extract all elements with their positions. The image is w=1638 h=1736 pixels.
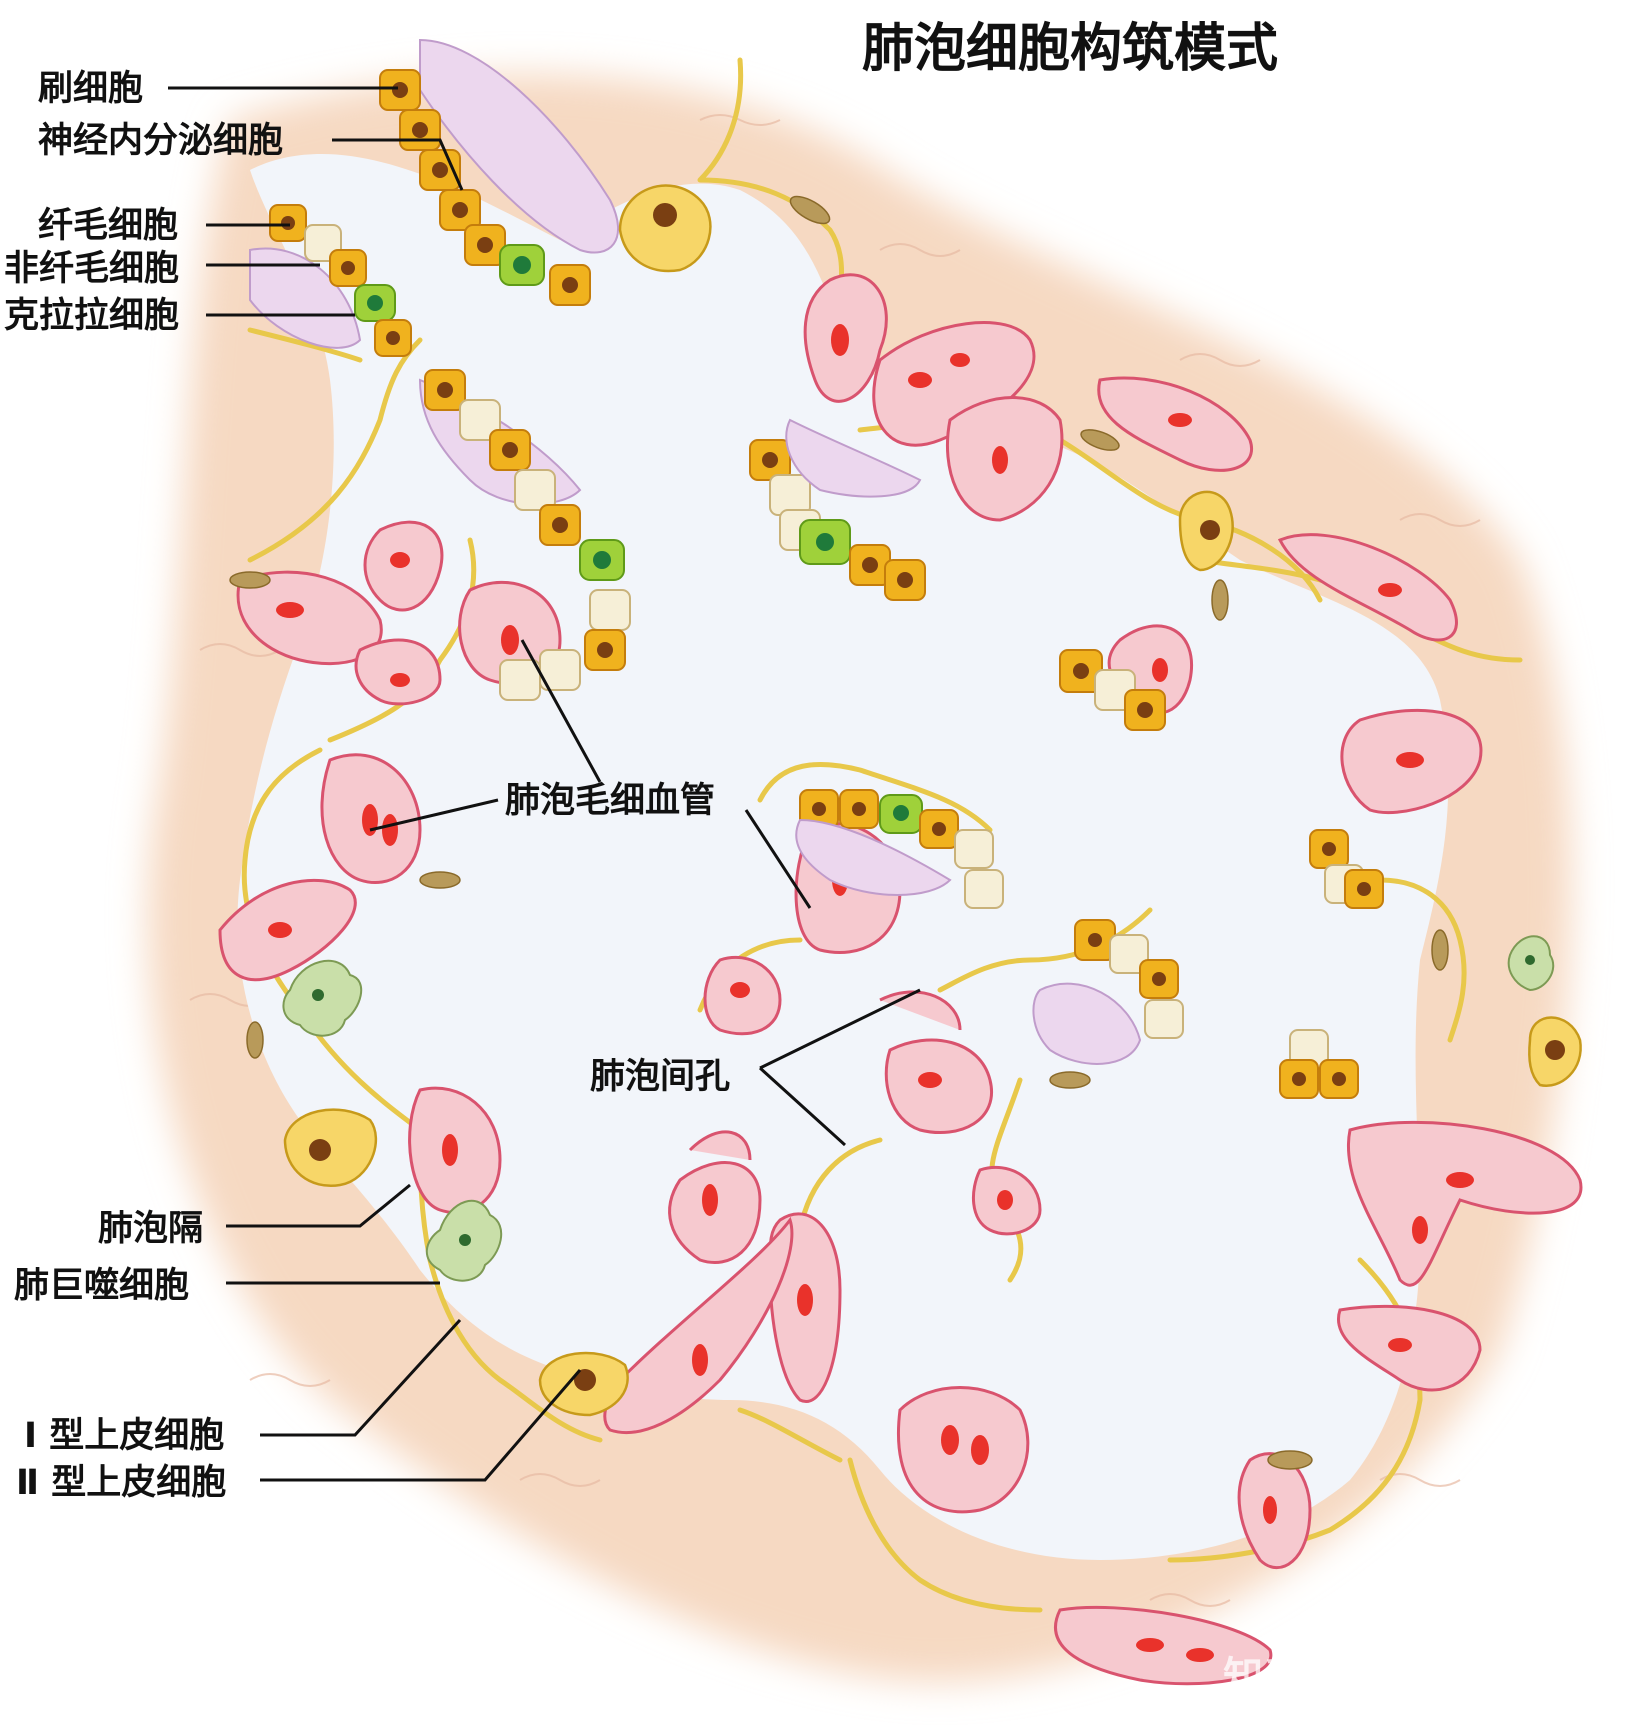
cuboidal-cells-mid-left — [424, 369, 631, 701]
label-clara-cell: 克拉拉细胞 — [4, 296, 179, 336]
label-alveolar-macrophage: 肺巨噬细胞 — [14, 1266, 189, 1306]
cuboidal-cells-center — [799, 789, 1184, 1039]
label-type-2-cell: Ⅱ 型上皮细胞 — [16, 1463, 226, 1503]
label-alveolar-capillary: 肺泡毛细血管 — [505, 781, 715, 821]
type-2-cell-left — [283, 1108, 378, 1188]
bronchiolar-epithelium — [249, 38, 1384, 1099]
type-2-cells — [283, 184, 1582, 1417]
watermark: 知乎 @Jason2041 — [1223, 1654, 1590, 1700]
label-ciliated-cell: 纤毛细胞 — [38, 206, 178, 246]
labels: 刷细胞 神经内分泌细胞 纤毛细胞 非纤毛细胞 克拉拉细胞 肺泡毛细血管 肺泡间孔… — [4, 69, 730, 1503]
type-2-cell-far-right — [1528, 1016, 1582, 1088]
connective-fibers — [189, 114, 1561, 1607]
cuboidal-cells-right — [1059, 649, 1384, 1099]
type-2-cell-top — [618, 184, 712, 273]
cuboidal-cells-mid — [749, 439, 926, 601]
type-2-cell-bottom — [538, 1351, 629, 1417]
label-nonciliated-cell: 非纤毛细胞 — [4, 249, 179, 289]
cuboidal-cells-left — [269, 204, 412, 357]
label-type-1-cell: Ⅰ 型上皮细胞 — [24, 1416, 224, 1456]
type-2-cell-right — [1178, 490, 1234, 572]
page-title: 肺泡细胞构筑模式 — [862, 19, 1278, 79]
red-blood-cells — [268, 324, 1474, 1662]
leader-lines — [168, 86, 921, 1482]
label-alveolar-septum: 肺泡隔 — [98, 1209, 203, 1249]
alveolar-macrophages — [282, 935, 1555, 1282]
label-alveolar-pore: 肺泡间孔 — [590, 1057, 730, 1097]
label-neuroendocrine-cell: 神经内分泌细胞 — [38, 121, 283, 161]
label-brush-cell: 刷细胞 — [38, 69, 143, 109]
